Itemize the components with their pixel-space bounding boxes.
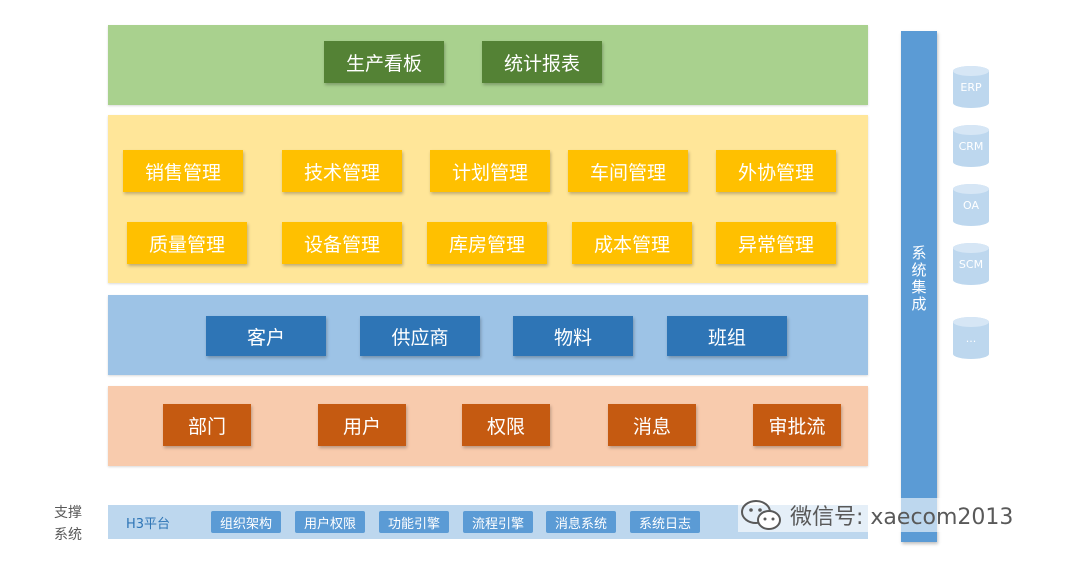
system-log-box[interactable]: 系统日志 xyxy=(630,511,700,533)
database-icon xyxy=(953,125,989,167)
crm-label: CRM xyxy=(958,139,984,153)
function-engine-box[interactable]: 功能引擎 xyxy=(379,511,449,533)
wechat-id-text: 微信号: xaecom2013 xyxy=(790,505,1014,530)
erp-label: ERP xyxy=(960,80,982,94)
approval-flow-box[interactable]: 审批流 xyxy=(753,404,841,446)
sales-management-box[interactable]: 销售管理 xyxy=(123,150,243,192)
database-icon xyxy=(953,184,989,226)
message-system-box[interactable]: 消息系统 xyxy=(546,511,616,533)
cost-management-box[interactable]: 成本管理 xyxy=(572,222,692,264)
system-integration-title: 系统集成 xyxy=(909,245,928,313)
erp-cylinder[interactable]: ERP xyxy=(952,65,990,109)
workflow-engine-box[interactable]: 流程引擎 xyxy=(463,511,533,533)
support-label-line1: 支撑 xyxy=(54,505,82,521)
user-box[interactable]: 用户 xyxy=(318,404,406,446)
scm-label: SCM xyxy=(958,257,984,271)
system-integration-bar[interactable]: 系统集成 xyxy=(901,31,937,542)
team-box[interactable]: 班组 xyxy=(667,316,787,356)
report-box[interactable]: 统计报表 xyxy=(482,41,602,83)
support-label-line2: 系统 xyxy=(54,527,82,543)
scm-cylinder[interactable]: SCM xyxy=(952,242,990,286)
oa-label: OA xyxy=(963,198,979,212)
quality-management-box[interactable]: 质量管理 xyxy=(127,222,247,264)
exception-management-box[interactable]: 异常管理 xyxy=(716,222,836,264)
crm-cylinder[interactable]: CRM xyxy=(952,124,990,168)
equipment-management-box[interactable]: 设备管理 xyxy=(282,222,402,264)
other-systems-cylinder[interactable]: ... xyxy=(952,316,990,360)
workshop-management-box[interactable]: 车间管理 xyxy=(568,150,688,192)
other-systems-label: ... xyxy=(965,331,977,345)
oa-cylinder[interactable]: OA xyxy=(952,183,990,227)
material-box[interactable]: 物料 xyxy=(513,316,633,356)
database-icon xyxy=(953,243,989,285)
database-icon xyxy=(953,66,989,108)
technical-management-box[interactable]: 技术管理 xyxy=(282,150,402,192)
supplier-box[interactable]: 供应商 xyxy=(360,316,480,356)
org-structure-box[interactable]: 组织架构 xyxy=(211,511,281,533)
wechat-watermark: 微信号: xaecom2013 xyxy=(738,498,1014,532)
message-box[interactable]: 消息 xyxy=(608,404,696,446)
permission-box[interactable]: 权限 xyxy=(462,404,550,446)
planning-management-box[interactable]: 计划管理 xyxy=(430,150,550,192)
outsourcing-management-box[interactable]: 外协管理 xyxy=(716,150,836,192)
warehouse-management-box[interactable]: 库房管理 xyxy=(427,222,547,264)
customer-box[interactable]: 客户 xyxy=(206,316,326,356)
wechat-icon xyxy=(741,500,781,530)
department-box[interactable]: 部门 xyxy=(163,404,251,446)
dashboard-box[interactable]: 生产看板 xyxy=(324,41,444,83)
user-permission-box[interactable]: 用户权限 xyxy=(295,511,365,533)
h3-platform-label: H3平台 xyxy=(126,517,171,532)
database-icon xyxy=(953,317,989,359)
